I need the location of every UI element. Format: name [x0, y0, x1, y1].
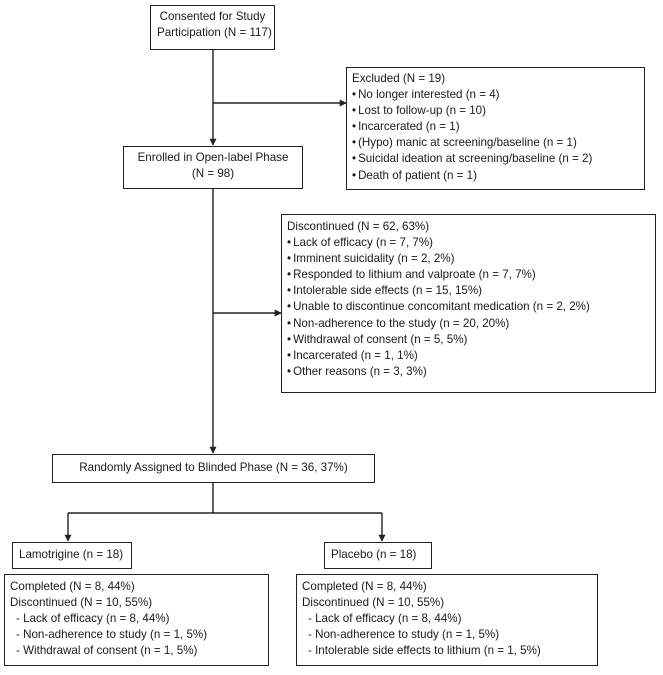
excluded-item: Incarcerated (n = 1) [352, 119, 639, 135]
discontinued-item: Lack of efficacy (n = 7, 7%) [287, 235, 650, 251]
discontinued-box: Discontinued (N = 62, 63%) Lack of effic… [281, 214, 656, 393]
discontinued-item: Incarcerated (n = 1, 1%) [287, 348, 650, 364]
discontinued-item: Other reasons (n = 3, 3%) [287, 364, 650, 380]
randomized-box: Randomly Assigned to Blinded Phase (N = … [52, 454, 375, 483]
discontinued-item: Responded to lithium and valproate (n = … [287, 267, 650, 283]
enrolled-line1: Enrolled in Open-label Phase [137, 151, 289, 164]
placebo-reason: - Non-adherence to study (n = 1, 5%) [308, 628, 500, 642]
excluded-item: Death of patient (n = 1) [352, 168, 639, 184]
discontinued-item: Unable to discontinue concomitant medica… [287, 299, 650, 315]
enrolled-line2: (N = 98) [191, 167, 235, 181]
discontinued-item: Intolerable side effects (n = 15, 15%) [287, 283, 650, 299]
lamotrigine-reason: - Non-adherence to study (n = 1, 5%) [16, 628, 208, 642]
discontinued-item: Imminent suicidality (n = 2, 2%) [287, 251, 650, 267]
placebo-arm-box: Placebo (n = 18) [324, 542, 432, 569]
excluded-item: Lost to follow-up (n = 10) [352, 103, 639, 119]
lamotrigine-label: Lamotrigine (n = 18) [19, 548, 124, 561]
lamotrigine-reason: - Lack of efficacy (n = 8, 44%) [16, 612, 170, 626]
placebo-completed: Completed (N = 8, 44%) [302, 580, 427, 593]
discontinued-title: Discontinued (N = 62, 63%) [287, 220, 430, 233]
excluded-item: No longer interested (n = 4) [352, 87, 639, 103]
discontinued-item: Withdrawal of consent (n = 5, 5%) [287, 332, 650, 348]
excluded-box: Excluded (N = 19) No longer interested (… [346, 67, 645, 190]
placebo-reason: - Lack of efficacy (n = 8, 44%) [308, 612, 462, 626]
excluded-title: Excluded (N = 19) [352, 72, 446, 85]
consented-line2: Participation (N = 117) [157, 26, 272, 40]
placebo-discontinued: Discontinued (N = 10, 55%) [302, 596, 445, 610]
excluded-item: Suicidal ideation at screening/baseline … [352, 151, 639, 167]
placebo-outcome-box: Completed (N = 8, 44%) Discontinued (N =… [296, 574, 598, 666]
lamotrigine-reason: - Withdrawal of consent (n = 1, 5%) [16, 644, 198, 658]
lamotrigine-discontinued: Discontinued (N = 10, 55%) [10, 596, 153, 610]
discontinued-item: Non-adherence to the study (n = 20, 20%) [287, 316, 650, 332]
placebo-label: Placebo (n = 18) [331, 548, 417, 561]
excluded-item: (Hypo) manic at screening/baseline (n = … [352, 135, 639, 151]
randomized-label: Randomly Assigned to Blinded Phase (N = … [79, 461, 348, 474]
lamotrigine-arm-box: Lamotrigine (n = 18) [12, 542, 132, 569]
lamotrigine-completed: Completed (N = 8, 44%) [10, 580, 135, 593]
enrolled-box: Enrolled in Open-label Phase (N = 98) [123, 146, 303, 189]
lamotrigine-outcome-box: Completed (N = 8, 44%) Discontinued (N =… [4, 574, 269, 666]
consented-box: Consented for Study Participation (N = 1… [150, 5, 275, 50]
placebo-reason: - Intolerable side effects to lithium (n… [308, 644, 541, 658]
consented-line1: Consented for Study [159, 10, 266, 23]
